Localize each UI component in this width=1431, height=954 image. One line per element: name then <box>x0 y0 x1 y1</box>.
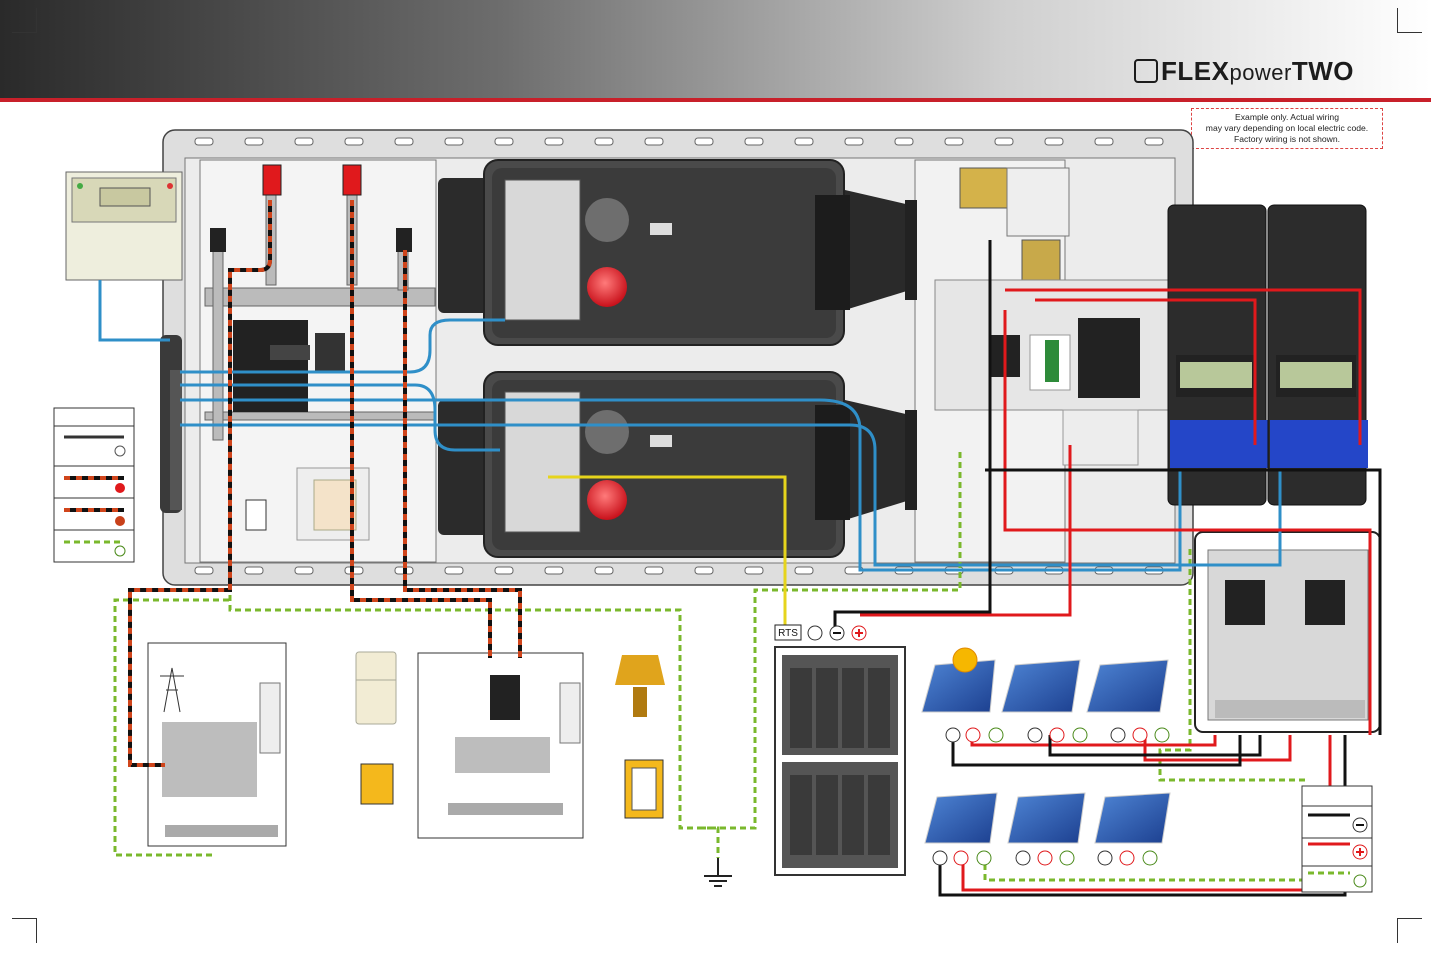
rts-wiring <box>548 475 787 626</box>
legend-left <box>53 407 135 563</box>
disclaimer-note: Example only. Actual wiring may vary dep… <box>1191 108 1383 149</box>
note-line-1: Example only. Actual wiring <box>1235 112 1339 122</box>
rts-label-box: RTS <box>774 624 802 641</box>
earth-ground-icon <box>704 858 732 887</box>
communication-wiring <box>98 280 1282 572</box>
ground-wiring <box>113 450 1305 882</box>
battery-bank <box>774 646 906 876</box>
mate-remote-display <box>65 171 183 281</box>
outback-logo-icon <box>1134 59 1158 83</box>
crop-mark-bottom-left <box>12 918 37 943</box>
crop-mark-top-right <box>1397 8 1422 33</box>
note-line-3: Factory wiring is not shown. <box>1233 134 1341 144</box>
crop-mark-top-left <box>12 8 37 33</box>
charge-controller-1 <box>1167 204 1268 506</box>
note-line-2: may vary depending on local electric cod… <box>1205 123 1369 133</box>
sun-icon <box>952 647 978 673</box>
brand-suffix: TWO <box>1291 56 1355 86</box>
utility-tower-icon <box>160 667 184 713</box>
pv-combiner-box <box>1194 531 1381 733</box>
product-logo: FLEXpowerTWO <box>1134 56 1354 87</box>
inverter-bottom <box>438 371 917 558</box>
header-bar <box>0 0 1431 100</box>
crop-mark-bottom-right <box>1397 918 1422 943</box>
inverter-top <box>438 159 917 346</box>
pv-terminals <box>932 727 1170 866</box>
dc-outlet-icon <box>360 763 394 805</box>
charge-controller-2 <box>1267 204 1368 506</box>
lamp-icon <box>615 655 665 717</box>
battery-terminals <box>807 625 867 641</box>
rts-label: RTS <box>778 628 798 639</box>
header-accent-line <box>0 98 1431 102</box>
main-ac-panel <box>147 642 287 847</box>
ac-outlet-icon <box>624 759 664 819</box>
refrigerator-icon <box>355 651 397 725</box>
communication-hub <box>160 335 182 513</box>
pv-array <box>921 659 1171 844</box>
dc-negative-wiring <box>833 240 1382 897</box>
dc-disconnect-section <box>934 167 1196 466</box>
legend-right <box>1301 785 1373 893</box>
ac-breaker-section <box>204 287 436 541</box>
brand-mid: power <box>1229 60 1292 85</box>
sub-ac-panel <box>417 652 584 839</box>
ac-hot-wiring <box>128 200 522 767</box>
brand-prefix: FLEX <box>1161 56 1230 86</box>
